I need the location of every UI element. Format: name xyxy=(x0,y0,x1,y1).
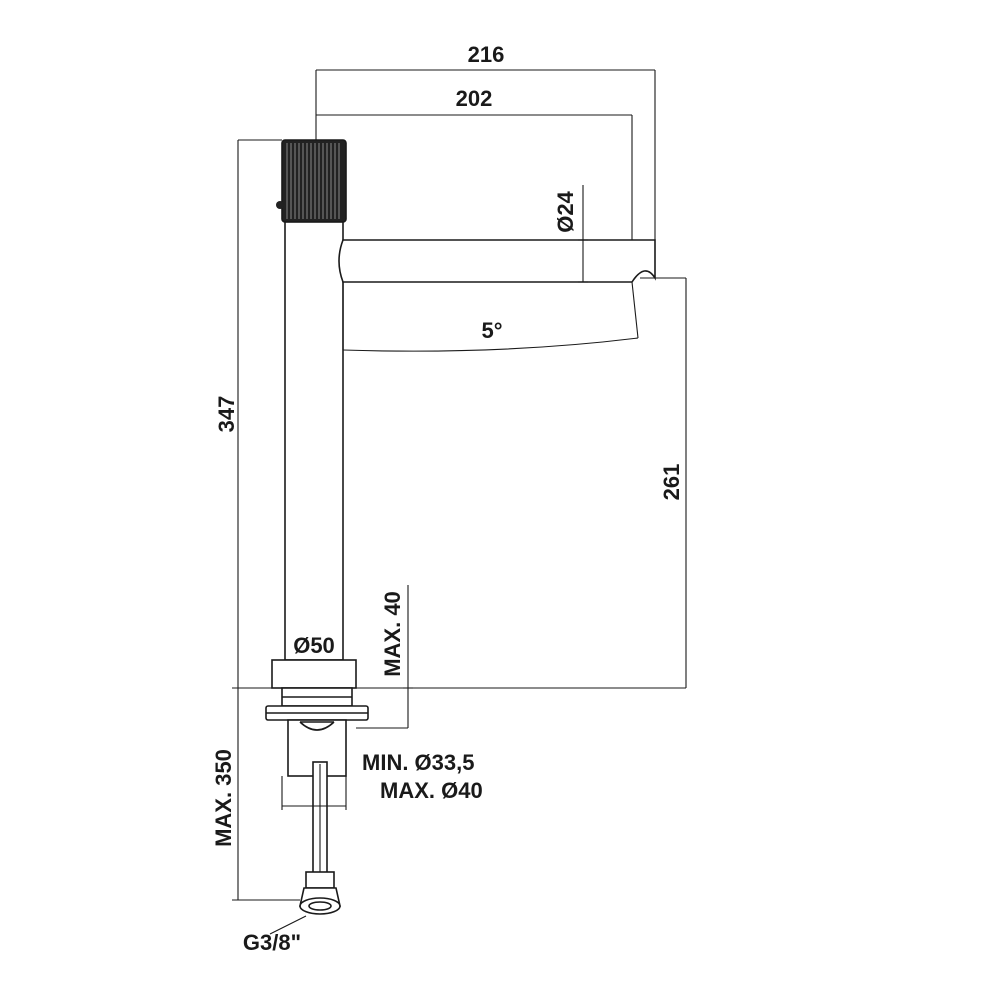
dim-spout-angle: 5° xyxy=(481,318,502,343)
dim-connection: G3/8" xyxy=(243,930,301,955)
dim-spout-reach: 202 xyxy=(456,86,493,111)
column xyxy=(284,221,344,661)
handle-knob xyxy=(276,139,347,223)
dim-overall-width: 216 xyxy=(468,42,505,67)
dim-overall-height: 347 xyxy=(214,396,239,433)
dim-max-deck: MAX. 40 xyxy=(380,591,405,677)
dim-base-diameter: Ø50 xyxy=(293,633,335,658)
dimension-labels: 216 202 Ø24 5° 347 261 Ø50 MAX. 40 MIN. … xyxy=(211,42,684,955)
base-flange xyxy=(271,659,357,689)
dim-spout-height: 261 xyxy=(659,464,684,501)
dim-hole-min: MIN. Ø33,5 xyxy=(362,750,474,775)
dimension-lines xyxy=(232,69,687,935)
dim-hose-length: MAX. 350 xyxy=(211,749,236,847)
dim-spout-diameter: Ø24 xyxy=(553,190,578,232)
dim-hole-max: MAX. Ø40 xyxy=(380,778,483,803)
spout xyxy=(338,239,656,283)
hose-connector xyxy=(299,871,341,915)
